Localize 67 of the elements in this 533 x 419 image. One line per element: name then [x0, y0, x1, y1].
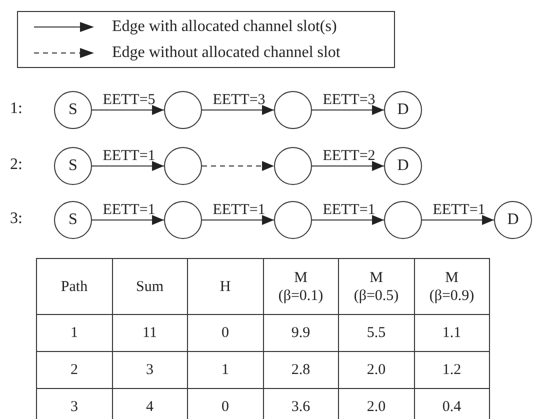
table-cell-text: 9.9 [291, 324, 310, 342]
node-circle [274, 91, 312, 129]
path-number: 2: [10, 156, 22, 174]
column-header: M (β=0.9) [429, 268, 474, 304]
table-cell-text: 0 [222, 398, 229, 416]
table-cell-text: 3.6 [291, 398, 310, 416]
node-circle [54, 147, 92, 185]
node-text: S [68, 211, 78, 229]
column-header: H [220, 278, 231, 296]
table-cell-text: 1.1 [442, 324, 462, 342]
node-text: S [68, 157, 78, 175]
arrow [312, 215, 384, 225]
node-text: S [68, 101, 78, 119]
node-circle [274, 201, 312, 239]
table-cell-text: 2.0 [366, 398, 386, 416]
node-text: D [397, 157, 409, 175]
arrow [202, 105, 274, 115]
table-cell-text: 4 [146, 398, 154, 416]
column-header: M (β=0.1) [278, 268, 324, 304]
dashed-arrow [202, 161, 274, 171]
path-number: 1: [10, 100, 22, 118]
table-cell-text: 1 [222, 361, 229, 379]
table-cell-text: 2 [70, 361, 78, 379]
table-cell-text: 2.0 [366, 361, 386, 379]
column-header: M (β=0.5) [354, 268, 399, 304]
table-cell-text: 2.8 [291, 361, 310, 379]
edge-label: EETT=1 [102, 203, 156, 218]
node-circle [494, 201, 532, 239]
edge-label: EETT=1 [432, 203, 486, 218]
table-cell-text: 3 [146, 361, 154, 379]
arrow [312, 105, 384, 115]
node-circle [54, 91, 92, 129]
node-circle [384, 201, 422, 239]
table-cell-text: 3 [70, 398, 78, 416]
edge-label: EETT=1 [212, 203, 266, 218]
arrow [92, 215, 164, 225]
node-circle [164, 91, 202, 129]
arrow [92, 161, 164, 171]
arrow [422, 215, 494, 225]
node-circle [274, 147, 312, 185]
legend-text: Edge with allocated channel slot(s) [112, 18, 337, 36]
table-cell-text: 0 [222, 324, 229, 342]
table-cell-text: 0.4 [442, 398, 462, 416]
table-cell-text: 5.5 [366, 324, 386, 342]
node-circle [384, 91, 422, 129]
edge-label: EETT=1 [322, 203, 376, 218]
node-circle [164, 201, 202, 239]
arrow [312, 161, 384, 171]
edge-label: EETT=3 [322, 93, 376, 108]
edge-label: EETT=3 [212, 93, 266, 108]
arrow [202, 215, 274, 225]
node-circle [54, 201, 92, 239]
node-text: D [397, 101, 409, 119]
table-cell-text: 1 [70, 324, 78, 342]
column-header: Path [60, 278, 88, 296]
node-text: D [507, 211, 519, 229]
edge-label: EETT=1 [102, 149, 156, 164]
node-circle [164, 147, 202, 185]
table-cell-text: 1.2 [442, 361, 462, 379]
column-header: Sum [136, 278, 164, 296]
table-cell-text: 11 [142, 324, 157, 342]
edge-label: EETT=5 [102, 93, 156, 108]
arrow [92, 105, 164, 115]
path-number: 3: [10, 210, 22, 228]
node-circle [384, 147, 422, 185]
legend-text: Edge without allocated channel slot [112, 44, 340, 62]
edge-label: EETT=2 [322, 149, 376, 164]
